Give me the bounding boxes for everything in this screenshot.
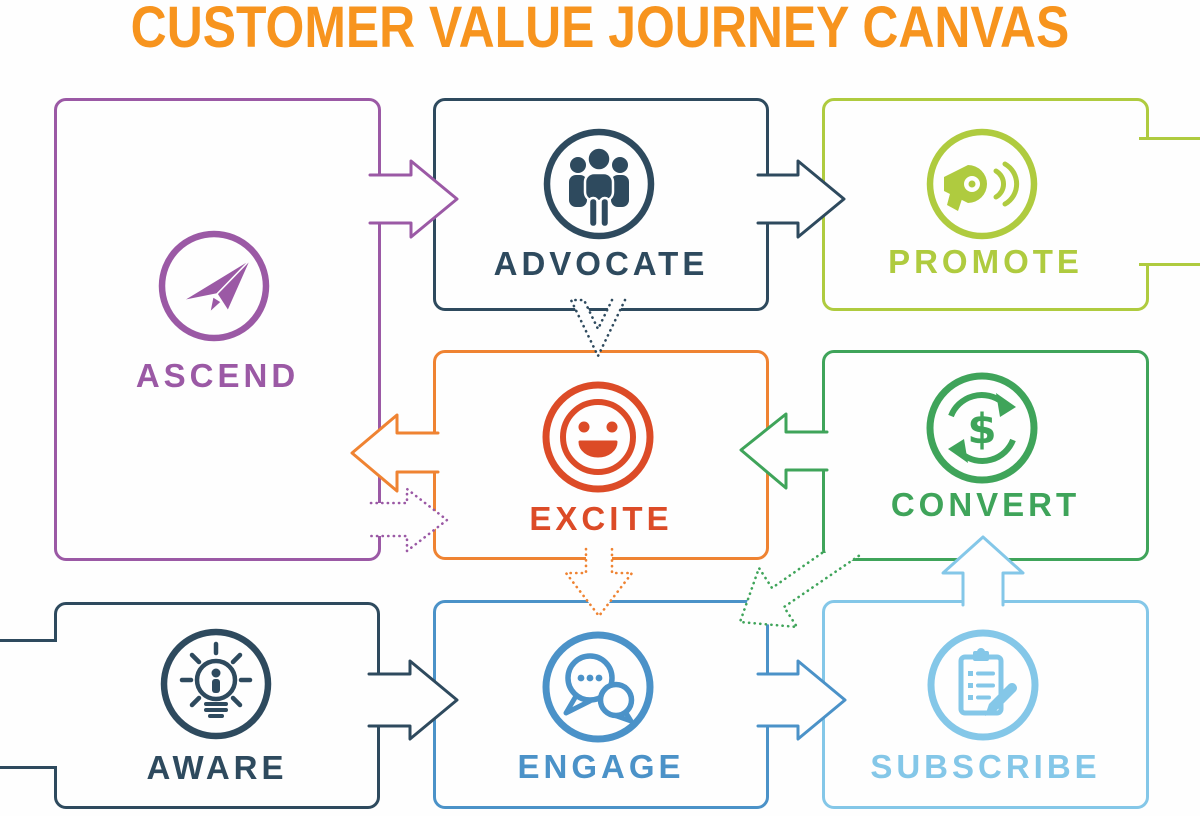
svg-text:$: $	[967, 405, 996, 454]
page-title: CUSTOMER VALUE JOURNEY CANVAS	[130, 0, 1070, 60]
stage-label: EXCITE	[529, 500, 673, 537]
stage-box-engage: ENGAGE	[433, 600, 769, 809]
stage-label: ASCEND	[135, 357, 300, 394]
stage-box-subscribe: SUBSCRIBE	[822, 600, 1149, 809]
stage-box-advocate: ADVOCATE	[433, 98, 769, 311]
stage-box-convert: $ CONVERT	[822, 350, 1149, 561]
stage-label: CONVERT	[890, 486, 1081, 523]
clipboard-pen-icon	[927, 629, 1039, 741]
stage-label: AWARE	[146, 749, 288, 786]
aware-left-edge-tab	[0, 639, 57, 769]
stage-box-promote: PROMOTE	[822, 98, 1149, 311]
dollar-cycle-icon: $	[926, 372, 1038, 484]
promote-right-edge-tab	[1139, 137, 1200, 266]
stage-box-excite: EXCITE	[433, 350, 769, 560]
smiley-face-icon	[542, 381, 654, 493]
paper-plane-icon	[158, 230, 270, 342]
stage-label: SUBSCRIBE	[870, 748, 1101, 785]
chat-bubbles-icon	[542, 631, 654, 743]
stage-label: ADVOCATE	[493, 245, 709, 282]
lightbulb-person-icon	[160, 628, 272, 740]
stage-box-ascend: ASCEND	[54, 98, 381, 561]
stage-label: PROMOTE	[888, 243, 1083, 280]
stage-label: ENGAGE	[517, 748, 685, 785]
stage-box-aware: AWARE	[54, 602, 380, 809]
people-group-icon	[543, 128, 655, 240]
megaphone-icon	[926, 128, 1038, 240]
